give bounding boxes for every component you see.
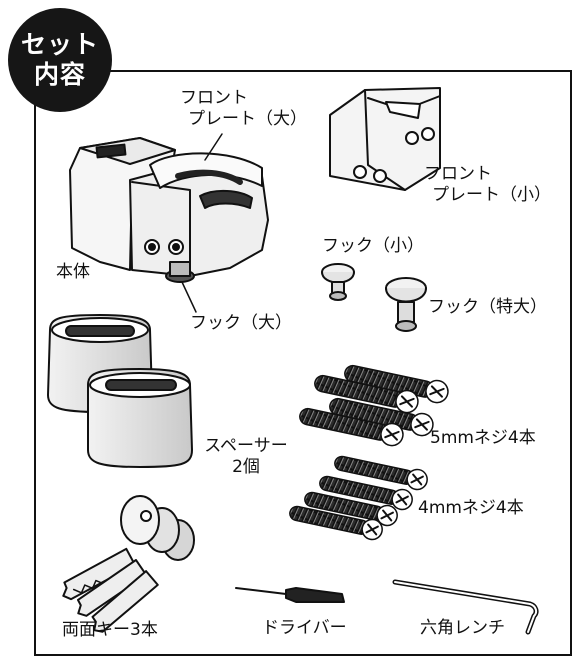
label-front-plate-small-line2: プレート（小） [432,185,551,205]
label-hook-xl: フック（特大） [428,297,547,317]
label-spacer-line1: スペーサー [204,436,288,456]
badge-line1: セット [20,30,99,59]
keys-icon [62,495,195,633]
screw-4mm-icon [289,455,428,541]
label-spacer-line2: 2個 [232,457,260,477]
screwdriver-icon [235,587,345,603]
hex-wrench-icon [392,579,539,635]
label-screw-5mm: 5mmネジ4本 [430,428,536,448]
front-plate-small-icon [329,87,441,191]
spacer-icon [47,314,193,468]
hook-xl-icon [385,277,427,332]
set-contents-badge: セット 内容 [8,8,112,112]
label-front-plate-small-line1: フロント [424,164,492,184]
label-body: 本体 [56,262,90,282]
screw-5mm-icon [299,364,449,447]
lock-body-icon [69,137,269,283]
hook-small-icon [321,263,355,301]
label-front-plate-large: フロント プレート（大） [180,88,307,130]
label-front-plate-large-line1: フロント [180,88,248,108]
label-hook-small: フック（小） [322,236,424,256]
label-spacer: スペーサー 2個 [198,436,294,478]
label-hook-large: フック（大） [190,313,292,333]
label-screw-4mm: 4mmネジ4本 [418,498,524,518]
label-front-plate-large-line2: プレート（大） [188,109,307,129]
badge-line2: 内容 [33,60,86,89]
label-front-plate-small: フロント プレート（小） [424,164,551,206]
label-screwdriver: ドライバー [262,618,347,638]
label-keys: 両面キー3本 [62,620,158,640]
label-hex-wrench: 六角レンチ [420,618,505,638]
